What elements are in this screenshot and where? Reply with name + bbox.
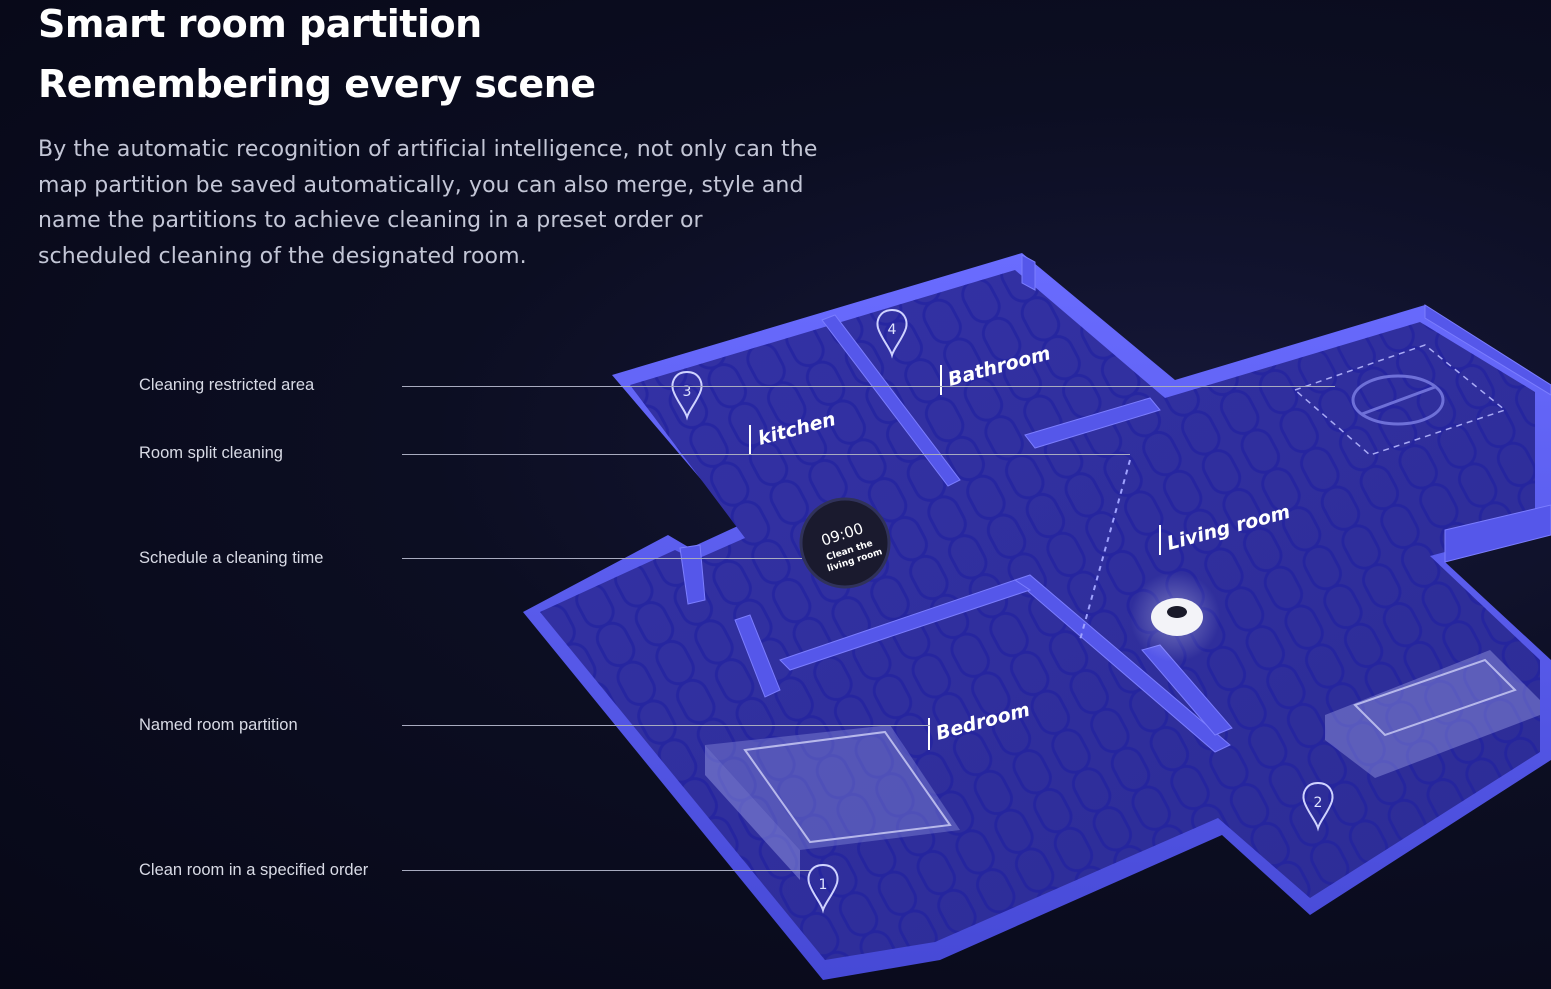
page-title: Smart room partition <box>38 2 482 46</box>
room-split-line <box>1079 459 1131 641</box>
page-subtitle: Remembering every scene <box>38 62 596 106</box>
leader-line-specified-order <box>402 870 810 871</box>
order-pin-4: 4 <box>876 308 908 359</box>
restricted-area <box>1293 344 1507 456</box>
description-text: By the automatic recognition of artifici… <box>38 137 818 269</box>
callout-specified-order: Clean room in a specified order <box>139 861 369 879</box>
callout-named-partition: Named room partition <box>139 716 298 734</box>
leader-line-room-split <box>402 454 1130 455</box>
order-pin-3: 3 <box>671 370 703 421</box>
callout-room-split: Room split cleaning <box>139 444 283 462</box>
order-pin-1: 1 <box>807 863 839 914</box>
leader-line-schedule <box>402 558 802 559</box>
svg-text:2: 2 <box>1314 795 1323 811</box>
svg-text:3: 3 <box>683 384 692 400</box>
order-pin-2: 2 <box>1302 781 1334 832</box>
bed-furniture <box>705 725 960 880</box>
schedule-badge: 09:00 Clean the living room <box>799 497 891 589</box>
robot-vacuum-icon <box>1130 572 1220 662</box>
callout-schedule: Schedule a cleaning time <box>139 549 324 567</box>
callout-restricted-area: Cleaning restricted area <box>139 376 315 394</box>
svg-text:1: 1 <box>819 877 828 893</box>
interior-walls <box>679 254 1551 753</box>
leader-line-named-partition <box>402 725 930 726</box>
svg-text:4: 4 <box>888 322 897 338</box>
leader-line-restricted-area <box>402 386 1335 387</box>
sofa-furniture <box>1325 650 1540 778</box>
